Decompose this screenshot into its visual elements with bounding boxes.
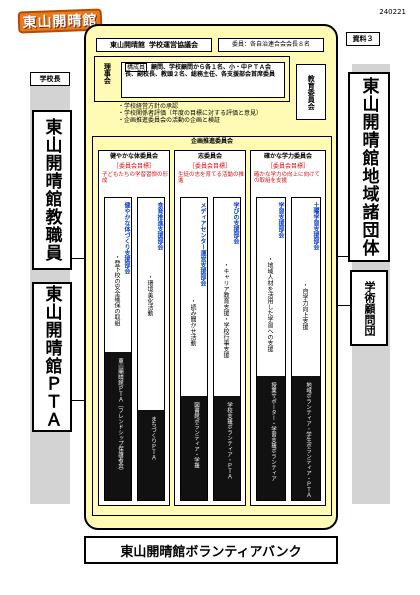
advisors-box: 学術顧問団 [350, 270, 388, 346]
reference-label: 資料３ [346, 32, 380, 46]
subcommittee-column: 健やかな体づくり支援部会 ・登下校の安全確保の取組 東山開晴館ＰＴＡ（フレンドシ… [104, 197, 132, 501]
subcommittee-footer-bar: 地域ボランティア・学生ボランティア・ＰＴＡ [292, 376, 320, 500]
committee-name: 健やかな体委員会 [109, 153, 158, 160]
committee-health: 健やかな体委員会 ［委員会目標］ 子どもたちの学習習慣の形成 健やかな体づくり支… [98, 150, 170, 506]
subcommittee-footer: 東山開晴館ＰＴＡ（フレンドシップ保護者会） [117, 358, 123, 474]
staff-box: 東山開晴館教職員 [32, 110, 72, 270]
board-duties: ・学校経営方針の承認 ・学校関係者評価（年度の目標に対する評価と意見） ・企画推… [118, 103, 288, 125]
board-members-text: 顧問、学校顧問から各１名、小・中ＰＴＡ会長、副校長、教頭２名、総務主任、各支援部… [125, 64, 276, 78]
community-label: 東山開晴館地域諸団体 [358, 77, 379, 257]
subcommittee-footer: 図書館ボランティア・学援 [193, 402, 199, 468]
subcommittee-title: 土曜学習支援部会 [312, 202, 319, 250]
subcommittee-note: ・登下校の安全確保の取組 [113, 254, 120, 326]
connector-right-center [338, 256, 352, 257]
committee-goal: 生徒の志を育てる活動の推進 [178, 172, 245, 185]
volunteer-bank-label: 東山開晴館ボランティアバンク [120, 544, 302, 560]
committee-goal: 確かな学力の向上に向けての取組を支援 [254, 172, 321, 185]
board-label: 理事会 [103, 63, 112, 84]
subcommittee-note: ・環境美化活動 [146, 274, 153, 316]
duty-item: ・企画推進委員会の活動の企画と検証 [118, 116, 221, 124]
subcommittee-column: メディアセンター運営支援部会 ・読み聞かせ活動 図書館ボランティア・学援 [180, 197, 208, 501]
committee-name: 確かな学力委員会 [263, 153, 312, 160]
document-id: 240221 [379, 8, 406, 16]
committee-goal-tag: ［委員会目標］ [266, 163, 309, 170]
subcommittee-footer: まちづくりＰＴＡ [150, 416, 156, 460]
committee-name: 志委員会 [197, 153, 222, 160]
education-board-box: 教育委員会 [296, 64, 326, 120]
subcommittee-footer-bar: まちづくりＰＴＡ [138, 410, 164, 500]
principal-box: 学校長 [30, 72, 70, 86]
subcommittee-title: 学習支援部会 [277, 202, 284, 238]
community-box: 東山開晴館地域諸団体 [348, 72, 390, 262]
subcommittee-title: 健やかな体づくり支援部会 [123, 202, 130, 274]
advisors-label: 学術顧問団 [363, 280, 376, 336]
subcommittee-note: ・地域人材を活用した学習への支援 [266, 256, 273, 352]
subcommittee-title: 学びの支援部会 [232, 202, 239, 244]
committee-goal: 子どもたちの学習習慣の形成 [102, 172, 169, 185]
subcommittee-footer-bar: 東山開晴館ＰＴＡ（フレンドシップ保護者会） [105, 352, 131, 500]
council-members-size: 委員：各自治連合会会長８名 [218, 38, 324, 52]
board-section: 理事会 構成員 顧問、学校顧問から各１名、小・中ＰＴＡ会長、副校長、教頭２名、総… [94, 56, 290, 102]
subcommittee-column: 食育推進支援部会 ・環境美化活動 まちづくりＰＴＡ [137, 197, 165, 501]
staff-label: 東山開晴館教職員 [41, 118, 62, 262]
duty-item: ・学校経営方針の承認 [118, 103, 179, 110]
subcommittee-footer: 学校支援ボランティア・ＰＴＡ [226, 402, 232, 479]
planning-committee-title: 企画推進委員会 [190, 138, 233, 145]
subcommittee-note: ・自学力向上支援 [301, 282, 308, 330]
subcommittee-footer: 地域ボランティア・学生ボランティア・ＰＴＡ [305, 382, 311, 498]
committee-aspiration: 志委員会 ［委員会目標］ 生徒の志を育てる活動の推進 メディアセンター運営支援部… [174, 150, 246, 506]
education-board-label: 教育委員会 [307, 74, 316, 110]
subcommittee-note: ・読み聞かせ活動 [189, 298, 196, 346]
board-members-tag: 構成員 [125, 63, 148, 72]
subcommittee-column: 学びの支援部会 ・キャリア教育支援・学校行事支援 学校支援ボランティア・ＰＴＡ [213, 197, 241, 501]
pta-label: 東山開晴館ＰＴＡ [41, 285, 62, 429]
subcommittee-column: 学習支援部会 ・地域人材を活用した学習への支援 授業サポーター・学習支援ボランテ… [256, 197, 286, 501]
council-org: 東山開晴館 [110, 40, 145, 49]
volunteer-bank-box: 東山開晴館ボランティアバンク [84, 536, 338, 564]
committee-academic: 確かな学力委員会 ［委員会目標］ 確かな学力の向上に向けての取組を支援 学習支援… [250, 150, 326, 506]
subcommittee-footer: 授業サポーター・学習支援ボランティア [270, 382, 276, 481]
connector-advisors-center [338, 305, 352, 306]
pta-box: 東山開晴館ＰＴＡ [32, 282, 72, 432]
subcommittee-footer-bar: 授業サポーター・学習支援ボランティア [257, 376, 285, 500]
council-name: 学校運営協議会 [149, 40, 198, 49]
subcommittee-title: 食育推進支援部会 [156, 202, 163, 250]
subcommittee-footer-bar: 学校支援ボランティア・ＰＴＡ [214, 396, 240, 500]
connector-pta-center [70, 400, 92, 401]
committee-goal-tag: ［委員会目標］ [188, 163, 231, 170]
connector-staff-center [70, 258, 92, 259]
subcommittee-title: メディアセンター運営支援部会 [199, 202, 206, 286]
board-members-box: 構成員 顧問、学校顧問から各１名、小・中ＰＴＡ会長、副校長、教頭２名、総務主任、… [121, 62, 285, 98]
subcommittee-column: 土曜学習支援部会 ・自学力向上支援 地域ボランティア・学生ボランティア・ＰＴＡ [291, 197, 321, 501]
subcommittee-note: ・キャリア教育支援・学校行事支援 [222, 262, 229, 358]
duty-item: ・学校関係者評価（年度の目標に対する評価と意見） [118, 109, 263, 117]
committee-goal-tag: ［委員会目標］ [112, 163, 155, 170]
subcommittee-footer-bar: 図書館ボランティア・学援 [181, 396, 207, 500]
council-header: 東山開晴館 学校運営協議会 [96, 38, 212, 52]
